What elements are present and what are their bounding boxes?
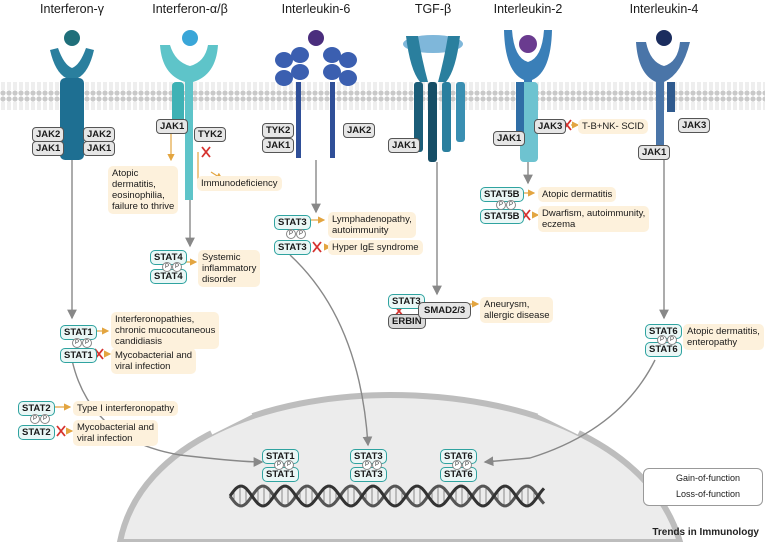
disease-tb-nk-scid: T-B+NK- SCID [578, 119, 649, 134]
disease-aneurysm: Aneurysm, allergic disease [480, 297, 554, 323]
il6-receptor [275, 30, 357, 158]
title-interferon-alpha-beta: Interferon-α/β [152, 2, 228, 16]
smad2-3: SMAD2/3 [418, 302, 472, 319]
phospho-dot: P [40, 414, 50, 424]
title-interleukin-4: Interleukin-4 [629, 2, 699, 16]
signal-arrows [67, 158, 669, 467]
nucleus-pore-gap-2 [537, 405, 583, 435]
jak-il2-jak3: JAK3 [534, 119, 567, 134]
legend: Gain-of-function Loss-of-function [643, 468, 763, 506]
dna-helix [228, 484, 546, 508]
jak-il4-jak1: JAK1 [638, 145, 671, 160]
title-interferon-gamma: Interferon-γ [40, 2, 104, 16]
erbin: ERBIN [388, 314, 426, 329]
jak-il4-jak3: JAK3 [678, 118, 711, 133]
disease-lymphadenopathy: Lymphadenopathy, autoimmunity [328, 212, 416, 238]
phospho-dot: P [172, 262, 182, 272]
legend-loss-label: Loss-of-function [676, 489, 741, 499]
jak-tgfb-jak1: JAK1 [388, 138, 421, 153]
cell-membrane [0, 82, 765, 114]
disease-hyper-ige: Hyper IgE syndrome [328, 240, 423, 255]
jak-ifng-jak2-right: JAK2 [83, 127, 116, 142]
phospho-dot: P [462, 460, 472, 470]
jak-il6-tyk2: TYK2 [262, 123, 295, 138]
jak-ifng-jak1-left: JAK1 [32, 141, 65, 156]
phospho-dot: P [284, 460, 294, 470]
stat3-il6-top: STAT3 [274, 215, 311, 230]
il4-receptor [636, 30, 690, 150]
nucleus-pore-gap [207, 405, 253, 435]
jak-il6-jak1: JAK1 [262, 138, 295, 153]
phospho-dot: P [274, 460, 284, 470]
stat1-bottom: STAT1 [60, 348, 97, 363]
disease-mycobacterial-stat1: Mycobacterial and viral infection [111, 348, 197, 374]
jak-il6-jak2: JAK2 [343, 123, 376, 138]
disease-systemic-inflammatory: Systemic inflammatory disorder [198, 250, 261, 287]
phospho-dot: P [162, 262, 172, 272]
title-interleukin-2: Interleukin-2 [493, 2, 563, 16]
disease-atopic-enteropathy: Atopic dermatitis, enteropathy [683, 324, 764, 350]
phospho-dot: P [82, 338, 92, 348]
phospho-dot: P [30, 414, 40, 424]
phospho-dot: P [286, 229, 296, 239]
phospho-dot: P [452, 460, 462, 470]
legend-gain-label: Gain-of-function [676, 473, 741, 483]
jak-ifng-jak1-right: JAK1 [83, 141, 116, 156]
phospho-dot: P [657, 335, 667, 345]
disease-immunodeficiency: Immunodeficiency [197, 176, 282, 191]
journal-footer: Trends in Immunology [652, 527, 759, 538]
phospho-dot: P [506, 200, 516, 210]
ifn-gamma-receptor [50, 30, 94, 160]
disease-atopic-dermatitis-stat5b: Atopic dermatitis [538, 187, 617, 202]
disease-interferonopathies: Interferonopathies, chronic mucocutaneou… [111, 312, 220, 349]
stat3-il6-bottom: STAT3 [274, 240, 311, 255]
phospho-dot: P [72, 338, 82, 348]
jak-ifng-jak2-left: JAK2 [32, 127, 65, 142]
jak-ifnab-tyk2: TYK2 [194, 127, 227, 142]
disease-atopic-eosinophilia: Atopic dermatitis, eosinophilia, failure… [108, 166, 179, 214]
phospho-dot: P [667, 335, 677, 345]
il2-receptor [504, 30, 552, 162]
title-interleukin-6: Interleukin-6 [281, 2, 351, 16]
jak-ifnab-jak1: JAK1 [156, 119, 189, 134]
stat2-bottom: STAT2 [18, 425, 55, 440]
phospho-dot: P [496, 200, 506, 210]
disease-mycobacterial-stat2: Mycobacterial and viral infection [73, 420, 159, 446]
title-tgf-beta: TGF-β [414, 2, 452, 16]
disease-type1-interferonopathy: Type I interferonopathy [73, 401, 179, 416]
tgf-beta-receptor [403, 35, 465, 162]
dna-strand [228, 484, 546, 508]
disease-dwarfism: Dwarfism, autoimmunity, eczema [538, 206, 650, 232]
phospho-dot: P [362, 460, 372, 470]
phospho-dot: P [372, 460, 382, 470]
phospho-dot: P [296, 229, 306, 239]
nucleus [116, 391, 684, 542]
stat5b-bottom: STAT5B [480, 209, 524, 224]
jak-il2-jak1: JAK1 [493, 131, 526, 146]
stat3-tgf: STAT3 [388, 294, 425, 309]
nuc-stat6-bottom: STAT6 [440, 467, 477, 482]
dna-strand [228, 484, 546, 508]
